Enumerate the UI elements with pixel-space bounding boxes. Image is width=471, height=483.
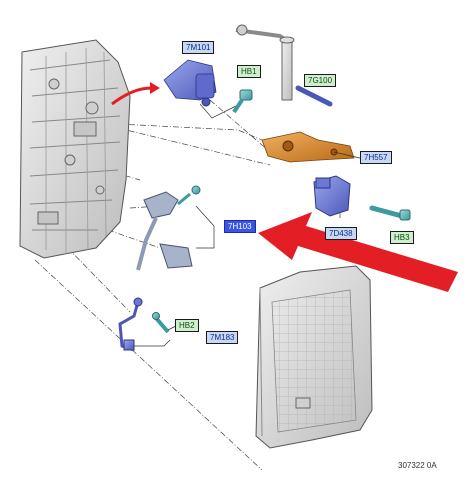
bolt-hb2: [152, 312, 170, 334]
leader-hb1: [199, 103, 237, 119]
drawing-code: 307322 0A: [398, 461, 437, 470]
callout-7d438: 7D438: [325, 227, 357, 240]
detent-lever-7h557: [261, 131, 355, 163]
pointer-arrow-large: [258, 212, 458, 292]
sensor-7m183: [118, 297, 143, 352]
oil-pan-cover: [255, 265, 373, 449]
callout-7m101: 7M101: [182, 41, 215, 54]
callout-hb3: HB3: [390, 231, 414, 244]
callout-hb2: HB2: [175, 319, 199, 332]
valve-body-casting: [19, 39, 131, 259]
bolt-hb3: [369, 205, 411, 221]
leader-7h103: [195, 205, 215, 249]
manual-shaft-lever: [235, 24, 295, 101]
bolt-hb1: [232, 89, 253, 114]
harness-7h103: [136, 185, 201, 271]
callout-hb1: HB1: [237, 65, 261, 78]
leader-7m183: [134, 325, 177, 347]
sensor-7m101: [163, 59, 217, 107]
callout-7h557: 7H557: [360, 151, 392, 164]
leader-7h557: [333, 151, 361, 159]
callout-7g100: 7G100: [304, 74, 337, 87]
pin-7g100: [295, 85, 333, 107]
callout-7h103: 7H103: [224, 220, 256, 233]
pointer-arrow-small: [111, 82, 160, 106]
solenoid-7d438: [313, 175, 351, 217]
callout-7m183: 7M183: [206, 331, 239, 344]
